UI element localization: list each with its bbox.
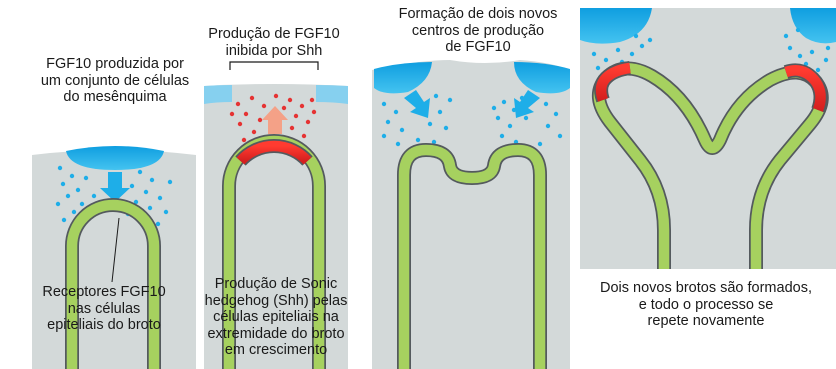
label-line: Formação de dois novos xyxy=(398,6,558,22)
label-shh-production: Produção de Sonic hedgehog (Shh) pelas c… xyxy=(205,276,348,359)
label-line: extremidade do broto xyxy=(207,325,345,342)
label-line: inibida por Shh xyxy=(225,42,323,59)
label-fgf10-inhibited: Produção de FGF10 inibida por Shh xyxy=(208,26,339,59)
epithelial-buds-4 xyxy=(592,61,829,269)
label-line: e todo o processo se xyxy=(638,296,774,313)
label-line: em crescimento xyxy=(224,342,328,358)
label-line: FGF10 produzida por xyxy=(46,56,184,72)
bracket-panel-2 xyxy=(229,61,319,70)
inhibited-fgf10-left xyxy=(204,85,232,104)
epithelial-bud-1 xyxy=(65,198,161,369)
label-line: do mesênquima xyxy=(63,89,167,105)
fgf10-dots-3 xyxy=(381,93,563,147)
diffusion-arrow-3-right xyxy=(514,90,540,118)
fgf10-source-4-left xyxy=(580,8,652,44)
label-line: células epiteliais na xyxy=(213,309,339,325)
diffusion-arrow-3-left xyxy=(404,90,430,118)
label-line: Dois novos brotos são formados, xyxy=(600,280,812,296)
fgf10-source-4-right xyxy=(790,8,836,44)
epithelial-bud-2 xyxy=(222,134,326,369)
inhibited-fgf10-right xyxy=(316,85,348,104)
panel-2 xyxy=(204,61,348,369)
label-fgf10-receptors: Receptores FGF10 nas células epiteliais … xyxy=(42,284,165,334)
label-line: epiteliais do broto xyxy=(47,317,161,333)
fgf10-source-3-left xyxy=(374,62,432,94)
label-line: nas células xyxy=(67,300,141,317)
label-line: centros de produção xyxy=(411,22,545,39)
label-new-fgf10-centers: Formação de dois novos centros de produç… xyxy=(399,6,558,56)
epithelial-bud-3 xyxy=(397,142,547,369)
label-new-buds-formed: Dois novos brotos são formados, e todo o… xyxy=(600,280,812,330)
diffusion-arrow-1 xyxy=(100,172,130,202)
fgf10-source-1 xyxy=(66,146,164,170)
label-line: um conjunto de células xyxy=(40,72,190,89)
shh-arrow xyxy=(262,106,288,134)
label-line: Receptores FGF10 xyxy=(42,284,166,300)
label-line: hedgehog (Shh) pelas xyxy=(204,292,348,309)
fgf10-source-3-right xyxy=(514,62,570,94)
panel-4 xyxy=(580,8,836,269)
label-line: de FGF10 xyxy=(445,39,511,55)
panel-3 xyxy=(372,60,570,369)
label-line: Produção de Sonic xyxy=(214,276,338,292)
label-fgf10-production: FGF10 produzida por um conjunto de célul… xyxy=(41,56,189,106)
receptor-pointer-line xyxy=(111,217,120,283)
label-line: repete novamente xyxy=(647,313,765,329)
mesenchyme-tissue-3 xyxy=(372,60,570,369)
panel-1 xyxy=(32,146,196,369)
label-line: Produção de FGF10 xyxy=(208,26,340,42)
